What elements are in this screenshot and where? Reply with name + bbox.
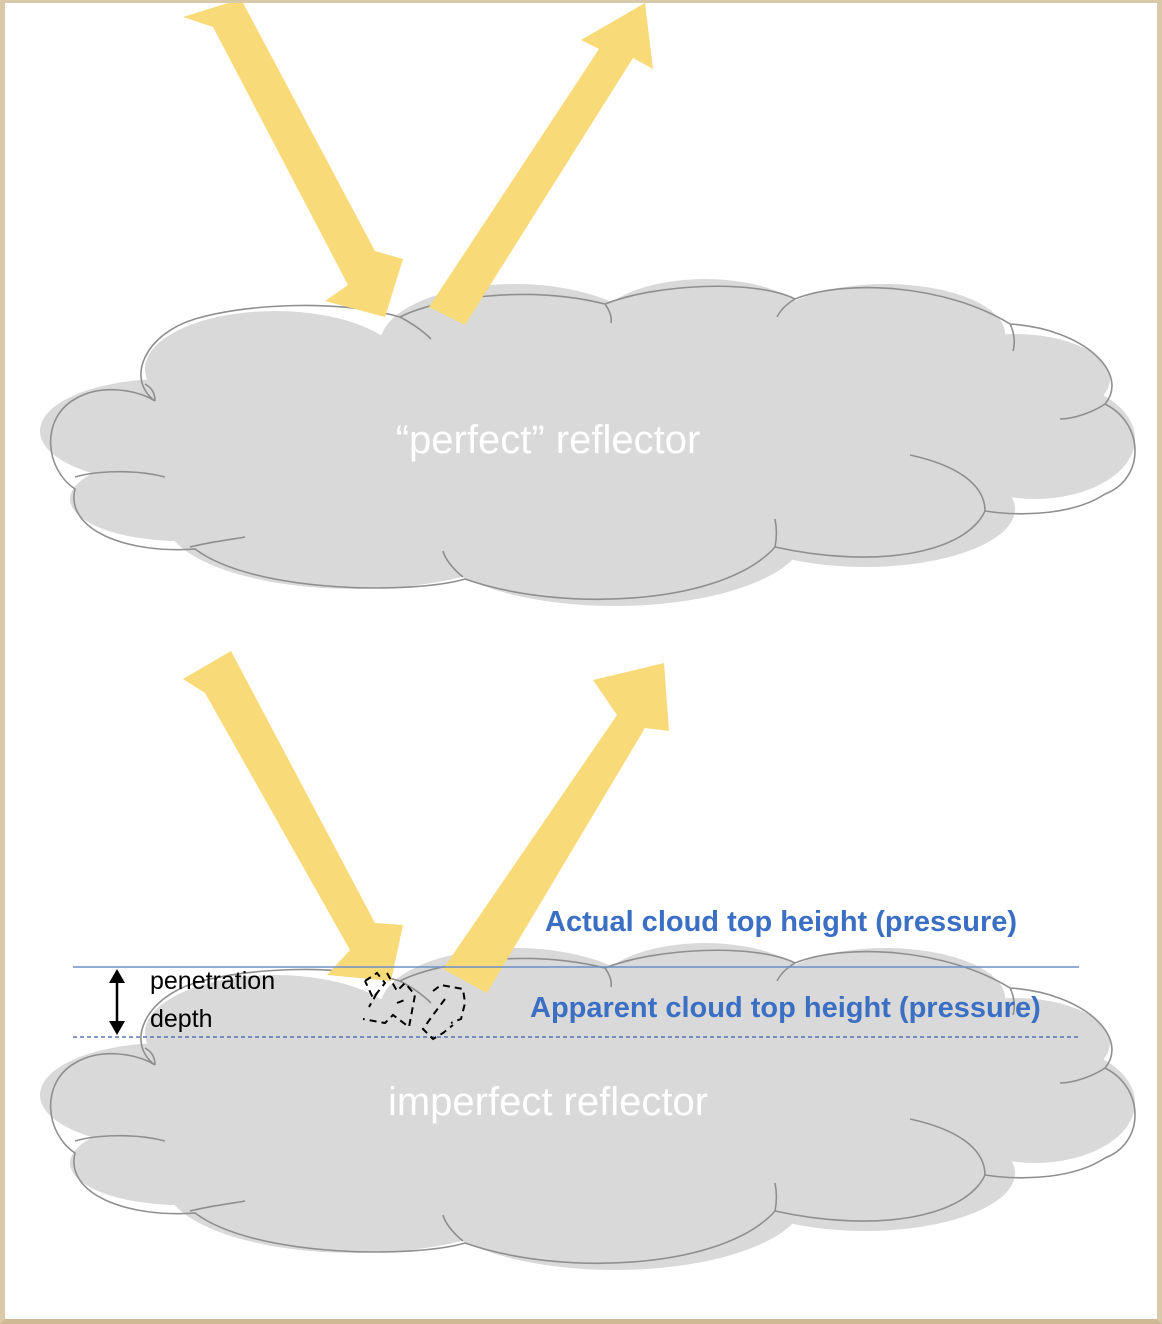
incoming-sunlight-arrow-bottom	[183, 651, 403, 981]
reflection-diagram: “perfect” reflector penetration depth Ac…	[39, 3, 1136, 1271]
reflected-sunlight-arrow-bottom	[443, 663, 669, 993]
reflected-sunlight-arrow-top	[429, 3, 653, 325]
penetration-depth-arrow	[109, 969, 125, 1035]
imperfect-reflector-label: imperfect reflector	[388, 1080, 708, 1124]
penetration-label-line1: penetration	[150, 967, 275, 995]
apparent-cloud-top-label: Apparent cloud top height (pressure)	[530, 992, 1041, 1024]
scattering-paths	[362, 971, 467, 1041]
penetration-label-line2: depth	[150, 1005, 213, 1033]
incoming-sunlight-arrow-top	[183, 3, 403, 317]
perfect-reflector-label: “perfect” reflector	[396, 418, 701, 462]
actual-cloud-top-label: Actual cloud top height (pressure)	[545, 906, 1017, 938]
